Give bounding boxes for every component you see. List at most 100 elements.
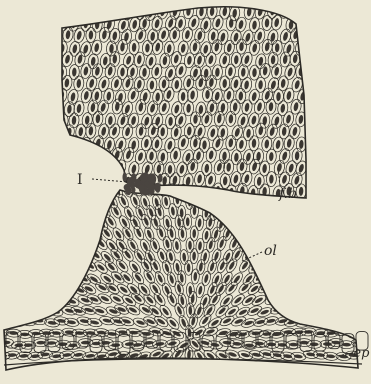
tissue-cell bbox=[124, 303, 141, 317]
tissue-cell bbox=[9, 205, 26, 220]
tissue-cell bbox=[32, 294, 49, 306]
tissue-cell bbox=[91, 183, 103, 200]
tissue-cell bbox=[37, 282, 54, 295]
tissue-cell bbox=[345, 217, 362, 232]
tissue-cell bbox=[280, 237, 296, 253]
tissue-cell bbox=[0, 226, 15, 240]
tissue-cell bbox=[285, 272, 302, 287]
tissue-cell bbox=[115, 327, 131, 337]
tissue-cell bbox=[91, 161, 104, 178]
tissue-cell bbox=[37, 305, 53, 316]
tissue-cell bbox=[117, 64, 128, 80]
tissue-cell bbox=[295, 226, 311, 242]
tissue-cell bbox=[308, 226, 325, 242]
tissue-cell bbox=[313, 281, 330, 294]
lower-tissue-bulge bbox=[0, 180, 368, 365]
tissue-cell bbox=[0, 214, 10, 229]
tissue-cell bbox=[157, 149, 169, 165]
tissue-cell bbox=[55, 181, 71, 198]
tissue-cell bbox=[151, 194, 162, 210]
tissue-cell bbox=[117, 193, 131, 210]
tissue-cell bbox=[196, 259, 206, 275]
tissue-cell bbox=[194, 27, 207, 44]
tissue-cell bbox=[341, 181, 357, 197]
tissue-cell bbox=[70, 350, 86, 360]
tissue-cell bbox=[147, 28, 159, 44]
tissue-cell bbox=[230, 76, 243, 93]
tissue-cell bbox=[330, 293, 347, 305]
tissue-cell bbox=[184, 260, 192, 275]
tissue-cell bbox=[10, 272, 27, 285]
tissue-cell bbox=[30, 273, 47, 286]
tissue-cell bbox=[82, 216, 98, 233]
tissue-cell bbox=[20, 183, 36, 199]
tissue-cell bbox=[16, 306, 32, 316]
tissue-cell bbox=[262, 269, 279, 284]
tissue-cell bbox=[48, 261, 65, 275]
tissue-cell bbox=[297, 338, 312, 347]
tissue-cell bbox=[44, 271, 61, 284]
tissue-cell bbox=[16, 262, 33, 275]
tissue-cell bbox=[294, 248, 311, 263]
tissue-cell bbox=[27, 282, 44, 294]
tissue-cell bbox=[260, 87, 274, 104]
tissue-cell bbox=[96, 99, 110, 116]
tissue-cell bbox=[200, 249, 211, 265]
tissue-cell bbox=[274, 225, 290, 242]
tissue-cell bbox=[75, 226, 91, 242]
tissue-cell bbox=[59, 350, 75, 360]
tissue-cell bbox=[169, 172, 182, 189]
tissue-cell bbox=[95, 193, 110, 210]
tissue-cell bbox=[132, 316, 149, 329]
leader-line-I bbox=[92, 179, 128, 182]
tissue-cell bbox=[186, 238, 194, 253]
tissue-cell bbox=[295, 40, 307, 56]
tissue-cell bbox=[99, 315, 115, 326]
tissue-cell bbox=[351, 182, 368, 198]
tissue-cell bbox=[56, 136, 69, 153]
tissue-cell bbox=[270, 215, 285, 232]
tissue-cell bbox=[344, 238, 361, 252]
label-ol: ol bbox=[264, 244, 277, 258]
tissue-cell bbox=[328, 338, 343, 346]
tissue-cell bbox=[250, 293, 267, 307]
tissue-cell bbox=[53, 316, 69, 326]
tissue-cell bbox=[232, 202, 245, 219]
tissue-cell bbox=[346, 304, 362, 314]
tissue-cell bbox=[341, 226, 358, 241]
tissue-cell bbox=[329, 227, 346, 242]
tissue-cell bbox=[308, 180, 324, 197]
tissue-cell bbox=[247, 214, 261, 231]
tissue-cell bbox=[47, 239, 64, 254]
tissue-cell bbox=[241, 225, 255, 242]
tissue-cell bbox=[275, 247, 291, 263]
tissue-cell bbox=[132, 224, 146, 241]
tissue-cell bbox=[274, 294, 291, 307]
tissue-cell bbox=[307, 316, 323, 326]
tissue-cell bbox=[78, 338, 93, 347]
tissue-cell bbox=[0, 237, 11, 251]
tissue-cell bbox=[30, 204, 47, 220]
tissue-cell bbox=[317, 203, 333, 219]
tissue-cell bbox=[184, 214, 192, 229]
tissue-cell bbox=[262, 15, 273, 31]
tissue-cell bbox=[76, 203, 92, 220]
tissue-cell bbox=[320, 340, 335, 348]
tissue-cell bbox=[59, 193, 75, 210]
tissue-cell bbox=[177, 270, 187, 286]
tissue-cell bbox=[81, 192, 96, 209]
tissue-cell bbox=[70, 192, 86, 209]
tissue-cell bbox=[71, 236, 88, 252]
tissue-cell bbox=[62, 4, 73, 20]
tissue-cell bbox=[60, 239, 77, 255]
tissue-cell bbox=[284, 205, 300, 222]
tissue-cell bbox=[86, 27, 97, 43]
tissue-cell bbox=[339, 294, 356, 305]
tissue-cell bbox=[246, 304, 263, 317]
tissue-cell bbox=[231, 52, 242, 68]
tissue-cell bbox=[335, 261, 352, 275]
tissue-cell bbox=[213, 159, 227, 176]
tissue-cell bbox=[200, 111, 213, 128]
tissue-cell bbox=[26, 237, 43, 252]
